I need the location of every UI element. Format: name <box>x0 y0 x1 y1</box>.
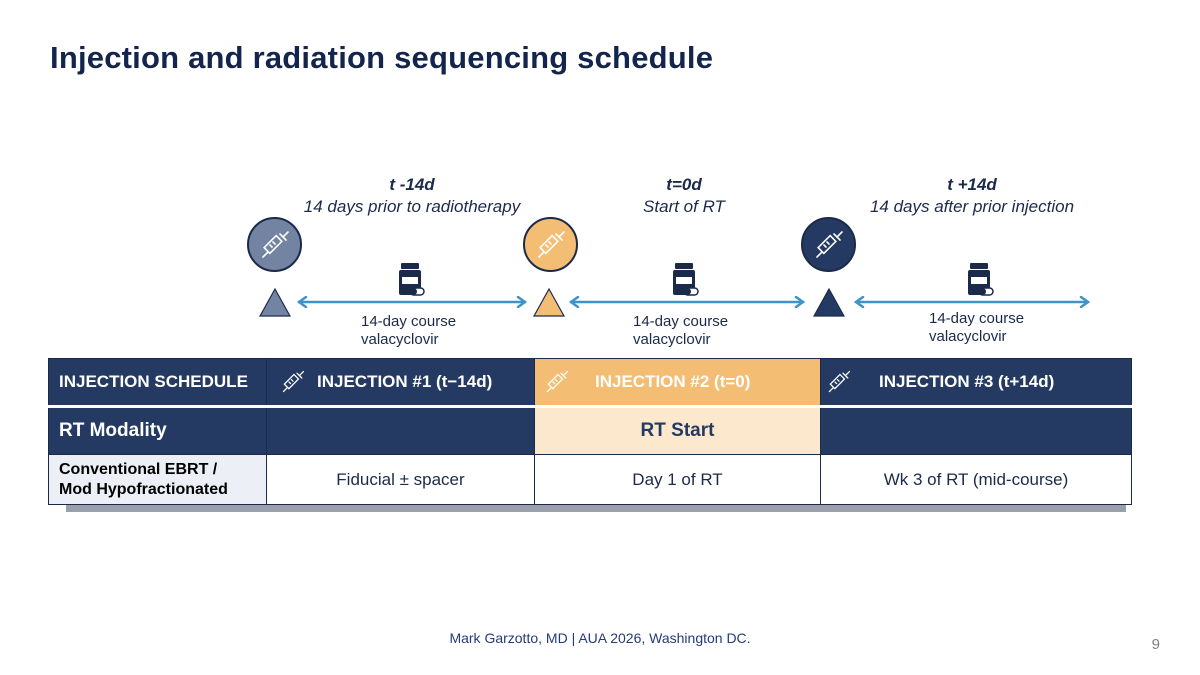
course-arrow-3 <box>853 296 1091 308</box>
phase-label-1: t -14d 14 days prior to radiotherapy <box>292 174 532 218</box>
syringe-icon <box>261 230 289 258</box>
course-drug: valacyclovir <box>929 328 1007 345</box>
conv-cell-1: Fiducial ± spacer <box>266 454 535 505</box>
rt-cell-3 <box>820 405 1132 455</box>
syringe-icon <box>537 230 565 258</box>
injection-marker-1 <box>247 217 302 272</box>
course-drug: valacyclovir <box>361 331 439 348</box>
injection-marker-3 <box>801 217 856 272</box>
syringe-icon <box>828 370 851 393</box>
timepoint-triangle-1 <box>259 288 291 317</box>
phase-label-3: t +14d 14 days after prior injection <box>852 174 1092 218</box>
course-label-2: 14-day course valacyclovir <box>633 313 728 349</box>
course-drug: valacyclovir <box>633 331 711 348</box>
course-duration: 14-day course <box>361 313 457 330</box>
pill-bottle-icon <box>968 263 994 296</box>
syringe-icon <box>282 370 305 393</box>
phase-time: t -14d <box>389 175 435 194</box>
injection-schedule-table: INJECTION SCHEDULE INJECTION #1 (t−14d) … <box>48 358 1132 505</box>
rt-modality-row: RT Modality RT Start <box>48 405 1132 455</box>
label-line-2: Mod Hypofractionated <box>59 480 228 498</box>
conventional-ebrt-label: Conventional EBRT / Mod Hypofractionated <box>48 454 267 505</box>
injection-marker-2 <box>523 217 578 272</box>
conv-cell-2: Day 1 of RT <box>534 454 821 505</box>
phase-desc: Start of RT <box>643 197 725 216</box>
course-duration: 14-day course <box>929 310 1025 327</box>
header-cell-injection-1: INJECTION #1 (t−14d) <box>266 358 535 407</box>
phase-desc: 14 days prior to radiotherapy <box>303 197 521 216</box>
conventional-ebrt-row: Conventional EBRT / Mod Hypofractionated… <box>48 454 1132 505</box>
conv-cell-3: Wk 3 of RT (mid-course) <box>820 454 1132 505</box>
table-header-row: INJECTION SCHEDULE INJECTION #1 (t−14d) … <box>48 358 1132 407</box>
timepoint-triangle-2 <box>533 288 565 317</box>
syringe-icon <box>815 230 843 258</box>
label-line-1: Conventional EBRT / <box>59 460 218 478</box>
header-cell-injection-3: INJECTION #3 (t+14d) <box>820 358 1132 407</box>
course-arrow-2 <box>568 296 806 308</box>
slide-title: Injection and radiation sequencing sched… <box>50 40 714 75</box>
phase-time: t +14d <box>947 175 997 194</box>
course-label-1: 14-day course valacyclovir <box>361 313 456 349</box>
phase-label-2: t=0d Start of RT <box>594 174 774 218</box>
course-label-3: 14-day course valacyclovir <box>929 310 1024 346</box>
course-duration: 14-day course <box>633 313 729 330</box>
phase-desc: 14 days after prior injection <box>869 197 1075 216</box>
header-label: INJECTION #3 (t+14d) <box>879 372 1055 391</box>
footer-credit: Mark Garzotto, MD | AUA 2026, Washington… <box>449 630 751 646</box>
header-label: INJECTION #1 (t−14d) <box>317 372 493 391</box>
rt-cell-1 <box>266 405 535 455</box>
timepoint-triangle-3 <box>813 288 845 317</box>
header-cell-injection-2: INJECTION #2 (t=0) <box>534 358 821 407</box>
syringe-icon <box>546 370 569 393</box>
pill-bottle-icon <box>673 263 699 296</box>
course-arrow-1 <box>296 296 528 308</box>
pill-bottle-icon <box>399 263 425 296</box>
rt-modality-label: RT Modality <box>48 405 267 455</box>
phase-time: t=0d <box>666 175 702 194</box>
rt-start-cell: RT Start <box>534 405 821 455</box>
header-cell-schedule: INJECTION SCHEDULE <box>48 358 267 407</box>
header-label: INJECTION #2 (t=0) <box>595 372 751 391</box>
page-number: 9 <box>1151 636 1160 653</box>
